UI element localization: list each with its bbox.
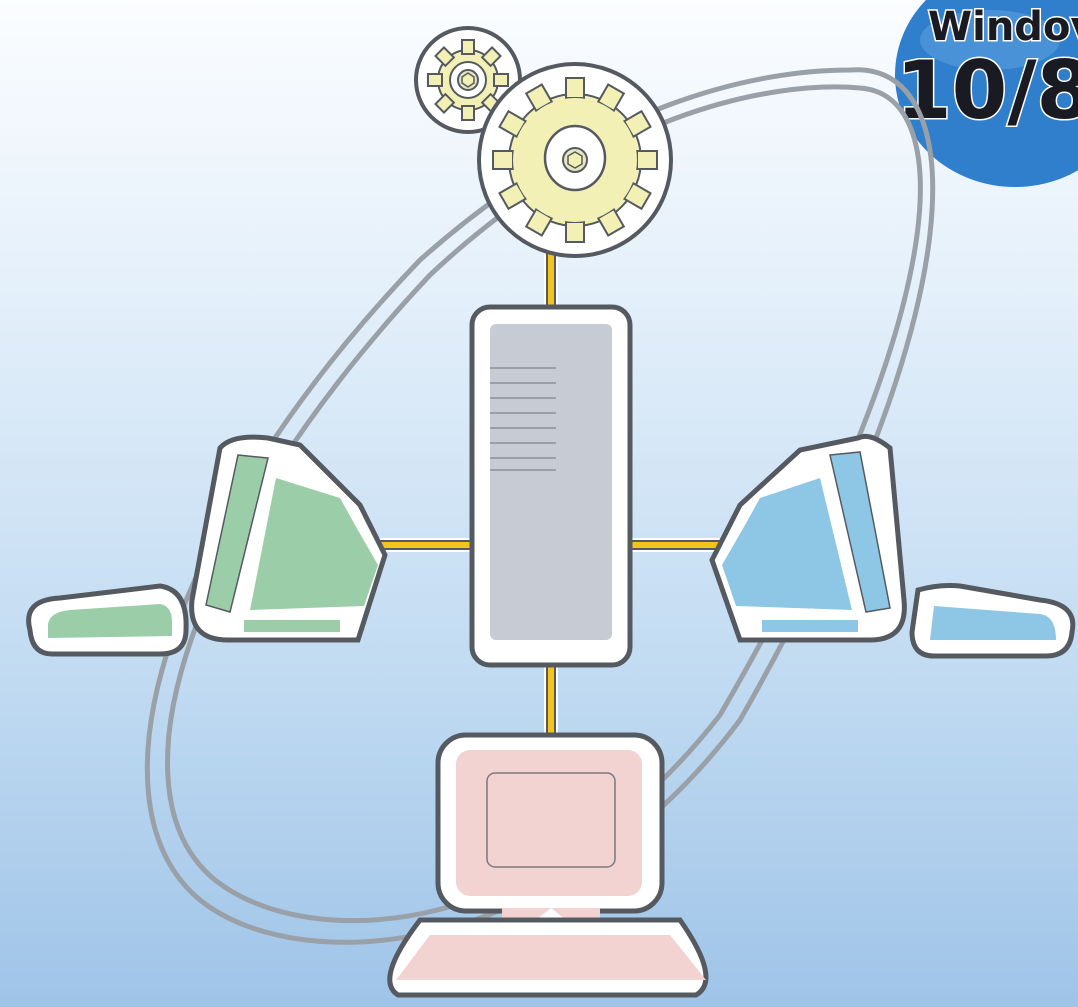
large-gear — [479, 64, 671, 256]
left-monitor-stand — [244, 620, 340, 632]
left-client — [29, 437, 385, 654]
server-body — [490, 324, 612, 640]
bottom-client — [390, 735, 706, 995]
right-client — [712, 436, 1073, 656]
bottom-keyboard — [396, 935, 706, 980]
gears-group — [416, 28, 671, 256]
bottom-monitor-screen — [487, 773, 615, 867]
server-tower — [472, 307, 630, 665]
os-badge: Windov 10/8. — [895, 0, 1078, 187]
right-monitor-stand — [762, 620, 858, 632]
